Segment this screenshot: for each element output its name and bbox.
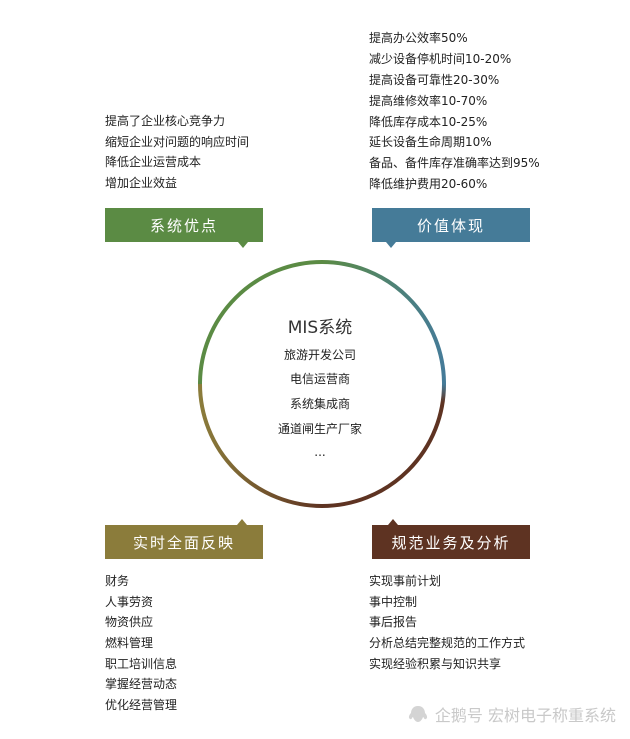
value-item: 延长设备生命周期10% [369, 135, 492, 150]
value-item: 降低库存成本10-25% [369, 114, 488, 129]
realtime-list: 财务人事劳资物资供应燃料管理职工培训信息掌握经营动态优化经营管理 [105, 571, 177, 716]
center-item: 电信运营商 [289, 372, 350, 386]
value-item: 降低维护费用20-60% [369, 177, 488, 192]
standard-item: 事后报告 [369, 615, 418, 630]
value-item: 提高办公效率50% [369, 31, 468, 45]
pointer-down-icon [238, 242, 248, 248]
value-label-text: 价值体现 [416, 216, 485, 235]
standard-list: 实现事前计划事中控制事后报告分析总结完整规范的工作方式实现经验积累与知识共享 [369, 571, 525, 674]
standard-item: 实现经验积累与知识共享 [369, 656, 502, 671]
standard-item: 事中控制 [369, 594, 418, 609]
pointer-up-icon [388, 519, 398, 525]
center-item: 旅游开发公司 [283, 348, 356, 362]
ring-arc-top-right [321, 260, 446, 385]
value-label: 价值体现 [372, 208, 530, 248]
standard-label-text: 规范业务及分析 [391, 533, 511, 552]
realtime-item: 职工培训信息 [105, 656, 178, 671]
ring-arc-bottom-left [198, 383, 323, 508]
value-item: 减少设备停机时间10-20% [369, 51, 512, 66]
standard-label: 规范业务及分析 [372, 519, 530, 559]
watermark: 企鹅号 宏树电子称重系统 [407, 702, 616, 726]
mis-ring [198, 260, 446, 508]
value-list: 提高办公效率50% 减少设备停机时间10-20% 提高设备可靠性20-30% 提高维修… [369, 28, 540, 195]
realtime-item: 优化经营管理 [105, 698, 178, 713]
value-item: 提高设备可靠性20-30% [369, 72, 500, 87]
value-item: 提高维修效率10-70% [369, 93, 488, 108]
advantages-label-text: 系统优点 [149, 216, 218, 235]
penguin-logo-icon [408, 706, 427, 722]
realtime-label-text: 实时全面反映 [132, 533, 235, 552]
pointer-down-icon [386, 242, 396, 248]
realtime-item: 掌握经营动态 [105, 677, 178, 692]
advantage-item: 缩短企业对问题的响应时间 [105, 134, 250, 149]
advantage-item: 提高了企业核心竞争力 [105, 114, 226, 128]
realtime-item: 物资供应 [105, 615, 154, 630]
watermark-text: 企鹅号 宏树电子称重系统 [434, 706, 616, 725]
realtime-label: 实时全面反映 [105, 519, 263, 559]
ring-arc-top-left [198, 260, 323, 385]
ring-arc-bottom-right [321, 383, 446, 508]
advantages-list: 提高了企业核心竞争力缩短企业对问题的响应时间降低企业运营成本增加企业效益 [105, 111, 249, 194]
center-title: MIS系统 [287, 318, 353, 338]
standard-item: 实现事前计划 [369, 574, 442, 588]
advantage-item: 降低企业运营成本 [105, 155, 202, 170]
center-item: 系统集成商 [289, 397, 350, 411]
center-item: ... [314, 445, 326, 459]
realtime-item: 财务 [105, 574, 130, 588]
value-item: 备品、备件库存准确率达到95% [369, 156, 540, 171]
advantage-item: 增加企业效益 [105, 176, 178, 191]
standard-item: 分析总结完整规范的工作方式 [369, 636, 526, 651]
pointer-up-icon [237, 519, 247, 525]
center-item: 通道闸生产厂家 [277, 422, 362, 436]
advantages-label: 系统优点 [105, 208, 263, 248]
realtime-item: 人事劳资 [105, 594, 154, 609]
realtime-item: 燃料管理 [105, 636, 154, 651]
